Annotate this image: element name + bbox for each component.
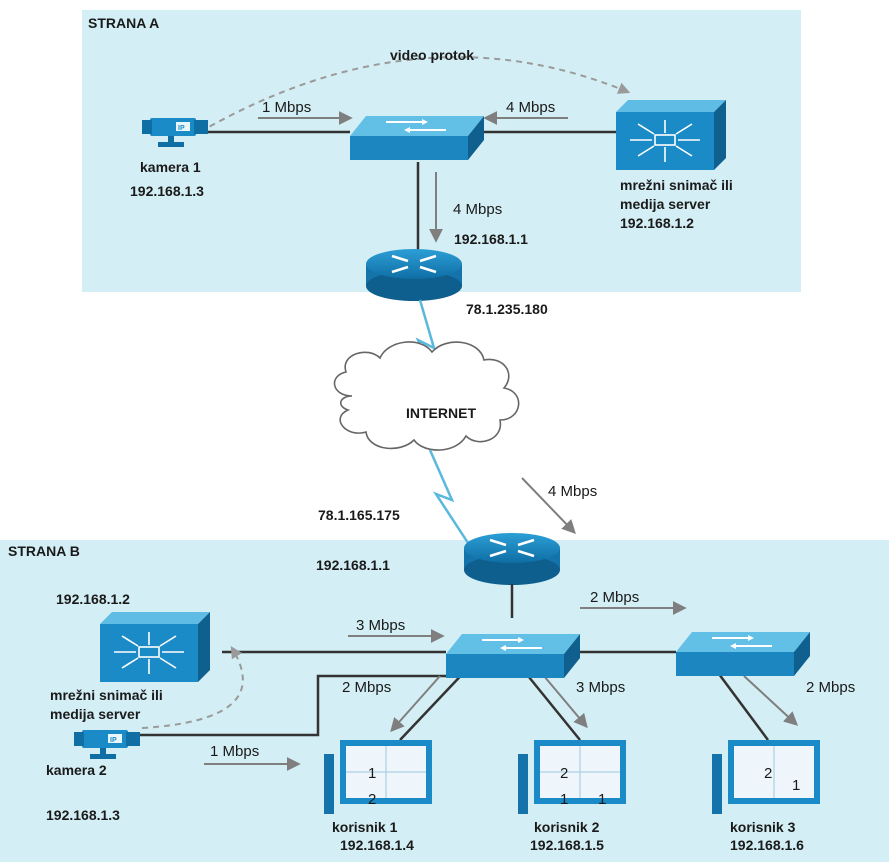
link-switch-user1 (399, 665, 471, 741)
camera1-ip: 192.168.1.3 (130, 183, 204, 199)
gateway-a-ip: 192.168.1.1 (454, 231, 528, 247)
user1-ip: 192.168.1.4 (340, 837, 414, 853)
label-user3-link: 2 Mbps (806, 679, 855, 696)
router-icon (364, 247, 464, 303)
label-recorder-a-link: 4 Mbps (506, 99, 555, 116)
camera2-name: kamera 2 (46, 762, 107, 778)
arrow-wan (521, 477, 576, 535)
recorder-b-line2: medija server (50, 706, 141, 722)
switch-icon (675, 631, 811, 677)
recorder-b-ip: 192.168.1.2 (56, 591, 130, 607)
arrow-user3 (743, 675, 799, 726)
user2-tile-1: 2 (560, 765, 568, 782)
internet-label: INTERNET (406, 405, 476, 421)
gateway-b-ip: 192.168.1.1 (316, 557, 390, 573)
cloud-icon (333, 341, 520, 451)
link-switch3-user3 (714, 669, 770, 741)
site-a-title: STRANA A (88, 15, 159, 31)
camera2-ip: 192.168.1.3 (46, 807, 120, 823)
link-camera2-switch (140, 674, 446, 737)
switch-icon (445, 633, 581, 679)
video-flow-arc (199, 56, 631, 133)
label-camera1-link: 1 Mbps (262, 99, 311, 116)
switch-icon (349, 115, 485, 161)
recorder-icon (615, 99, 727, 171)
user2-name: korisnik 2 (534, 819, 600, 835)
site-b-zone (0, 540, 889, 862)
monitor-icon (518, 740, 626, 814)
recorder-a-ip: 192.168.1.2 (620, 215, 694, 231)
label-camera2-link: 1 Mbps (210, 743, 259, 760)
public-ip-a: 78.1.235.180 (466, 301, 548, 317)
recorder-a-line1: mrežni snimač ili (620, 177, 733, 193)
video-flow-arc-b (141, 645, 244, 729)
label-switch-router-a: 4 Mbps (453, 201, 502, 218)
monitor-icon (324, 740, 432, 814)
arrow-user1 (390, 675, 441, 733)
link-switch-user2 (519, 665, 581, 741)
user2-ip: 192.168.1.5 (530, 837, 604, 853)
label-recorder-b-link: 3 Mbps (356, 617, 405, 634)
arrow-user2 (543, 675, 588, 729)
router-icon (462, 531, 562, 587)
user1-tile-1: 1 (368, 765, 376, 782)
recorder-a-line2: medija server (620, 196, 711, 212)
recorder-b-line1: mrežni snimač ili (50, 687, 163, 703)
user2-tile-3: 1 (598, 791, 606, 808)
user3-ip: 192.168.1.6 (730, 837, 804, 853)
label-user1-link: 2 Mbps (342, 679, 391, 696)
monitor-icon (712, 740, 820, 814)
video-flow-label: video protok (390, 47, 474, 63)
site-b-title: STRANA B (8, 543, 80, 559)
camera1-name: kamera 1 (140, 159, 201, 175)
user1-tile-2: 2 (368, 791, 376, 808)
user1-name: korisnik 1 (332, 819, 398, 835)
public-ip-b: 78.1.165.175 (318, 507, 400, 523)
recorder-icon (99, 611, 211, 683)
user3-name: korisnik 3 (730, 819, 796, 835)
label-wan: 4 Mbps (548, 483, 597, 500)
label-switch-switch: 2 Mbps (590, 589, 639, 606)
label-user2-link: 3 Mbps (576, 679, 625, 696)
user3-tile-2: 1 (792, 777, 800, 794)
wan-link-b (428, 449, 472, 547)
user3-tile-1: 2 (764, 765, 772, 782)
user2-tile-2: 1 (560, 791, 568, 808)
